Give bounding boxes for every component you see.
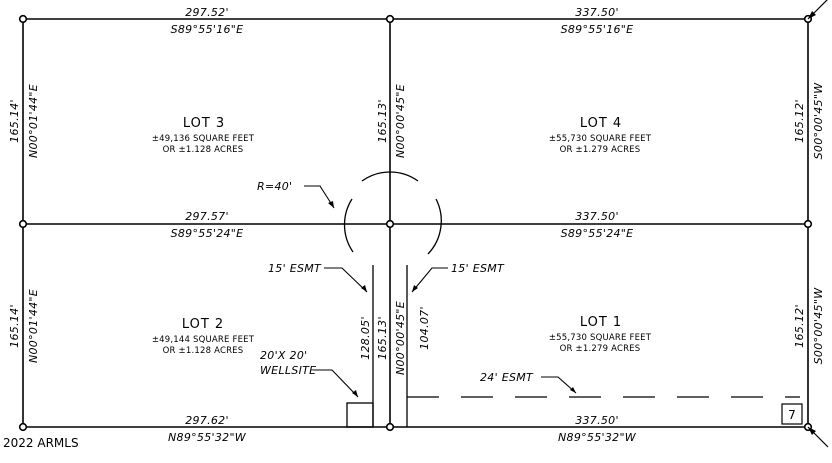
- lot-sqft: ±49,136 SQUARE FEET: [152, 134, 255, 144]
- left-upper-distance: 165.14': [8, 99, 21, 143]
- center-upper-bearing: N00°00'45"E: [394, 84, 407, 158]
- north-arrow-bottom: [807, 426, 829, 448]
- lot-corners: [18, 14, 813, 432]
- lot-sqft: ±55,730 SQUARE FEET: [549, 333, 652, 343]
- corner-marker: [18, 14, 28, 24]
- lot-lines: [22, 18, 809, 428]
- mid-right-bearing: S89°55'24"E: [561, 227, 634, 240]
- copyright-watermark: 2022 ARMLS: [3, 436, 79, 450]
- lot-3-label: LOT 3 ±49,136 SQUARE FEET OR ±1.128 ACRE…: [152, 116, 255, 155]
- corner-marker: [18, 219, 28, 229]
- center-lower-distance: 165.13': [376, 316, 389, 360]
- right-upper-bearing: S00°00'45"W: [812, 82, 825, 160]
- lot-sqft: ±49,144 SQUARE FEET: [152, 335, 255, 345]
- left-lower-distance: 165.14': [8, 304, 21, 348]
- right-lower-bearing: S00°00'45"W: [812, 287, 825, 365]
- lot-name: LOT 3: [183, 116, 225, 131]
- bottom-right-distance: 337.50': [575, 414, 619, 427]
- lot-2-label: LOT 2 ±49,144 SQUARE FEET OR ±1.128 ACRE…: [152, 317, 255, 356]
- cul-de-sac: [343, 171, 442, 255]
- mid-right-distance: 337.50': [575, 210, 619, 223]
- esmt-left-label: 15' ESMT: [268, 262, 322, 275]
- left-lower-bearing: N00°01'44"E: [27, 289, 40, 363]
- bottom-right-bearing: N89°55'32"W: [558, 431, 637, 444]
- easement-lines: [346, 265, 800, 428]
- bottom-left-bearing: N89°55'32"W: [168, 431, 247, 444]
- mid-left-bearing: S89°55'24"E: [171, 227, 244, 240]
- bottom-left-distance: 297.62': [185, 414, 229, 427]
- corner-marker: [18, 422, 28, 432]
- wellsite-size-label: 20'X 20': [260, 349, 307, 362]
- right-lower-distance: 165.12': [793, 304, 806, 348]
- corner-marker: [803, 219, 813, 229]
- lot-acres: OR ±1.279 ACRES: [560, 344, 641, 354]
- arrowheads: [328, 201, 576, 397]
- esmt-right-label: 15' ESMT: [451, 262, 505, 275]
- corner-marker: [385, 14, 395, 24]
- north-arrow-top: [807, 0, 828, 20]
- horizontal-dimensions: 297.52' S89°55'16"E 337.50' S89°55'16"E …: [168, 6, 637, 444]
- top-left-distance: 297.52': [185, 6, 229, 19]
- svg-text:7: 7: [788, 408, 796, 422]
- lot-acres: OR ±1.128 ACRES: [163, 145, 244, 155]
- corner-marker: [385, 422, 395, 432]
- center-lower-bearing: N00°00'45"E: [394, 301, 407, 375]
- center-lower-left-dim: 128.05': [359, 316, 372, 360]
- corner-marker: [385, 219, 395, 229]
- esmt-24-label: 24' ESMT: [480, 371, 534, 384]
- center-lower-right-dim: 104.07': [418, 306, 431, 350]
- center-upper-distance: 165.13': [376, 99, 389, 143]
- lot-name: LOT 4: [580, 116, 622, 131]
- lot-name: LOT 2: [182, 317, 224, 332]
- lot-acres: OR ±1.279 ACRES: [560, 145, 641, 155]
- top-right-bearing: S89°55'16"E: [561, 23, 634, 36]
- top-right-distance: 337.50': [575, 6, 619, 19]
- left-upper-bearing: N00°01'44"E: [27, 84, 40, 158]
- lot-acres: OR ±1.128 ACRES: [163, 346, 244, 356]
- wellsite-box: [346, 402, 374, 428]
- number-badge: 7: [781, 403, 803, 425]
- callouts: R=40' 15' ESMT 15' ESMT 20'X 20' WELLSIT…: [257, 180, 534, 384]
- lot-4-label: LOT 4 ±55,730 SQUARE FEET OR ±1.279 ACRE…: [549, 116, 652, 155]
- leaders: [304, 185, 577, 398]
- right-upper-distance: 165.12': [793, 99, 806, 143]
- lot-1-label: LOT 1 ±55,730 SQUARE FEET OR ±1.279 ACRE…: [549, 315, 652, 354]
- mid-left-distance: 297.57': [185, 210, 229, 223]
- lot-sqft: ±55,730 SQUARE FEET: [549, 134, 652, 144]
- top-left-bearing: S89°55'16"E: [171, 23, 244, 36]
- radius-label: R=40': [257, 180, 292, 193]
- vertical-dimensions: 165.14' N00°01'44"E 165.14' N00°01'44"E …: [8, 82, 825, 375]
- wellsite-label: WELLSITE: [260, 364, 316, 377]
- lot-name: LOT 1: [580, 315, 622, 330]
